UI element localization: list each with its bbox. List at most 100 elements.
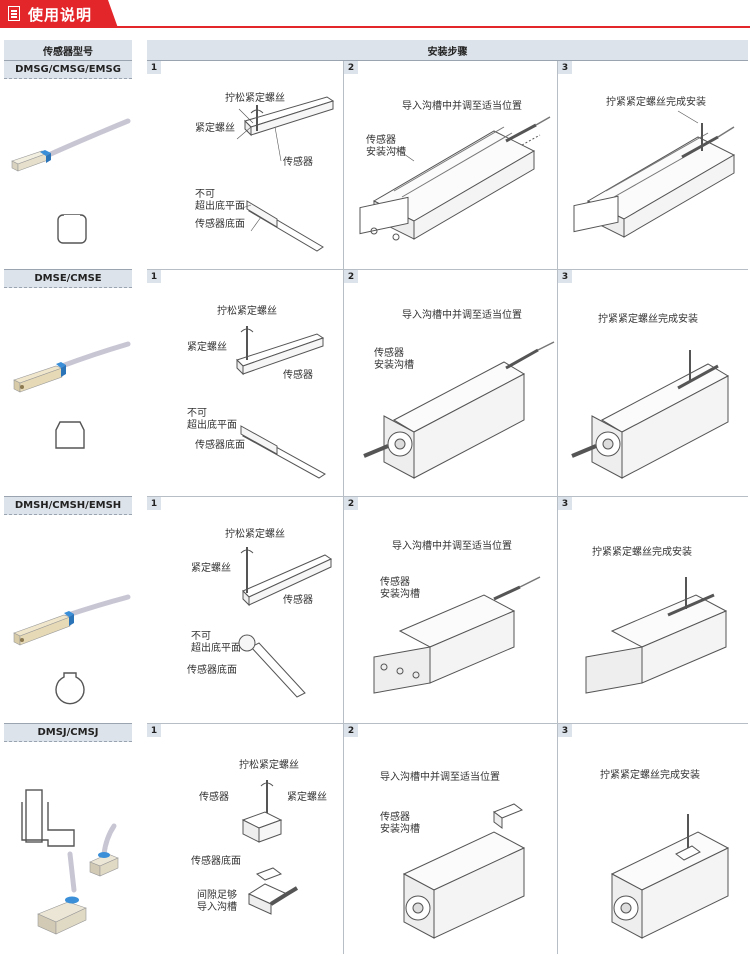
step-number: 1 [147,270,161,283]
step-number: 2 [344,270,358,283]
model-label: DMSJ/CMSJ [4,724,132,742]
tighten-label: 拧紧紧定螺丝完成安装 [598,314,698,325]
instruction-table: 传感器型号 DMSG/CMSG/EMSG DMSE/CMSE [4,40,748,954]
cannot-label: 不可 [191,631,211,642]
groove-label-line1: 传感器 [380,577,410,588]
tighten-label: 拧紧紧定螺丝完成安装 [592,547,692,558]
sensor-image [4,79,132,269]
cylinder-illustration [359,116,551,241]
dmse-sensor-illustration [13,341,131,449]
model-label: DMSE/CMSE [4,270,132,288]
loosen-label: 拧松紧定螺丝 [217,306,277,317]
tighten-label: 拧紧紧定螺丝完成安装 [600,770,700,781]
step-number: 3 [558,497,572,510]
header-underline [0,26,750,28]
set-screw-label: 紧定螺丝 [191,563,231,574]
step1-illustration [241,780,299,915]
step-number: 2 [344,724,358,737]
loosen-label: 拧松紧定螺丝 [225,93,285,104]
sensor-label: 传感器 [283,157,313,168]
step-number: 2 [344,497,358,510]
loosen-label: 拧松紧定螺丝 [239,760,299,771]
steps-row: 1 拧松紧定螺丝 传感器 紧定螺丝 传感器底面 间隙足够 导入沟槽 [147,724,748,954]
groove-label-line2: 安装沟槽 [374,360,414,371]
groove-label-line1: 传感器 [380,812,410,823]
dmsj-sensor-illustration [21,789,119,935]
loosen-label: 拧松紧定螺丝 [225,529,285,540]
cannot-label: 不可 [187,408,207,419]
groove-label-line2: 安装沟槽 [366,147,406,158]
step-cell: 1 拧松紧定螺丝 传感器 紧定螺丝 传感器底面 间隙足够 导入沟槽 [147,724,343,954]
step1-illustration [236,326,326,479]
sensor-label: 传感器 [199,792,229,803]
step-number: 2 [344,61,358,74]
step1-illustration [238,547,333,698]
step-cell: 1 拧松紧定螺丝 紧定螺丝 传感器 不可 超出底平面 传感器底面 [147,270,343,496]
dmsh-sensor-illustration [13,594,131,705]
exceed-label: 超出底平面 [195,201,245,212]
row-divider [4,269,132,270]
insert-label: 导入沟槽中并调至适当位置 [380,772,500,783]
step-number: 1 [147,497,161,510]
dmsg-sensor-illustration [11,118,131,244]
steps-row: 1 拧松紧定螺丝 紧定螺丝 传感器 不可 超出底平面 传感器底面 [147,61,748,270]
cylinder-illustration [373,576,541,694]
exceed-label: 超出底平面 [191,643,241,654]
exceed-label: 超出底平面 [187,420,237,431]
section-header: 使用说明 [0,0,750,28]
install-steps-header: 安装步骤 [147,40,748,61]
sensor-image [4,515,132,723]
cylinder-illustration [402,803,526,939]
row-divider [4,496,132,497]
step-number: 3 [558,724,572,737]
cylinder-illustration [571,350,730,479]
row-divider [4,723,132,724]
document-icon [8,6,20,21]
step-number: 1 [147,61,161,74]
sensor-bottom-label: 传感器底面 [195,440,245,451]
sensor-image [4,742,132,954]
sensor-image [4,288,132,496]
set-screw-label: 紧定螺丝 [287,792,327,803]
step-cell: 3 拧紧紧定螺丝完成安装 [557,61,748,269]
set-screw-label: 紧定螺丝 [187,342,227,353]
groove-label-line1: 传感器 [366,135,396,146]
tighten-label: 拧紧紧定螺丝完成安装 [606,97,706,108]
step1-illustration [236,96,335,252]
step-cell: 2 导入沟槽中并调至适当位置 传感器 安装沟槽 [343,497,557,723]
insert-label: 导入沟槽中并调至适当位置 [402,310,522,321]
groove-label-line1: 传感器 [374,348,404,359]
cylinder-illustration [585,577,728,694]
cylinder-illustration [573,110,736,238]
model-label: DMSG/CMSG/EMSG [4,61,132,79]
groove-label-line2: 安装沟槽 [380,824,420,835]
step-cell: 1 拧松紧定螺丝 紧定螺丝 传感器 不可 超出底平面 传感器底面 [147,61,343,269]
step-cell: 3 拧紧紧定螺丝完成安装 [557,724,748,954]
install-steps-column: 安装步骤 1 拧松紧定螺丝 紧定螺丝 传感器 不可 超出底平面 传感器底面 [147,40,748,954]
page-title: 使用说明 [28,6,93,24]
sensor-model-column: 传感器型号 DMSG/CMSG/EMSG DMSE/CMSE [4,40,132,954]
cylinder-illustration [363,341,555,479]
groove-label-line2: 安装沟槽 [380,589,420,600]
set-screw-label: 紧定螺丝 [195,123,235,134]
step-cell: 2 导入沟槽中并调至适当位置 传感器 安装沟槽 [343,270,557,496]
model-label: DMSH/CMSH/EMSH [4,497,132,515]
sensor-model-header: 传感器型号 [4,40,132,61]
sensor-bottom-label: 传感器底面 [187,665,237,676]
sensor-bottom-label: 传感器底面 [191,856,241,867]
step-number: 1 [147,724,161,737]
step-number: 3 [558,61,572,74]
sensor-label: 传感器 [283,595,313,606]
sensor-label: 传感器 [283,370,313,381]
steps-row: 1 拧松紧定螺丝 紧定螺丝 传感器 不可 超出底平面 传感器底面 2 [147,497,748,724]
step-cell: 2 导入沟槽中并调至适当位置 传感器 安装沟槽 [343,724,557,954]
steps-row: 1 拧松紧定螺丝 紧定螺丝 传感器 不可 超出底平面 传感器底面 2 [147,270,748,497]
insert-label: 导入沟槽中并调至适当位置 [402,101,522,112]
gap-label-line2: 导入沟槽 [197,902,237,913]
cannot-label: 不可 [195,189,215,200]
insert-label: 导入沟槽中并调至适当位置 [392,541,512,552]
step-number: 3 [558,270,572,283]
step-cell: 3 拧紧紧定螺丝完成安装 [557,497,748,723]
step-cell: 2 导入沟槽中并调至适当位置 传感器 安装沟槽 [343,61,557,269]
step-cell: 1 拧松紧定螺丝 紧定螺丝 传感器 不可 超出底平面 传感器底面 [147,497,343,723]
